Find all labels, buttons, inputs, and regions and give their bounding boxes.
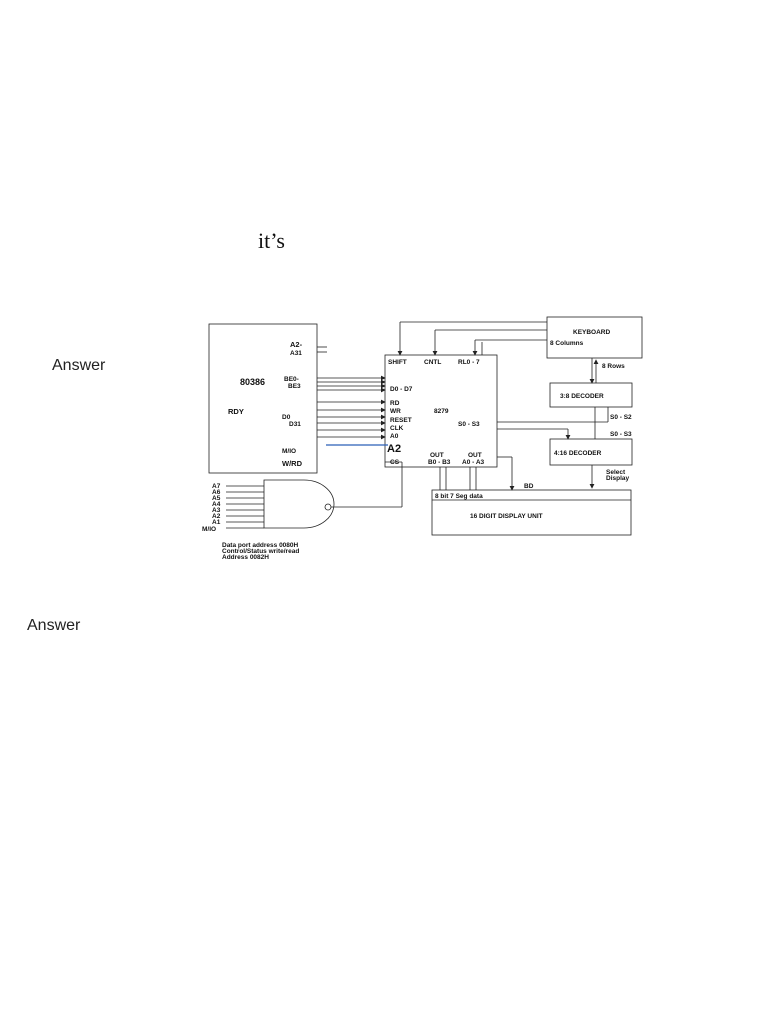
- chip-bd: BD: [524, 483, 534, 490]
- chip-name: 8279: [434, 408, 449, 415]
- chip-reset: RESET: [390, 417, 412, 424]
- decoder-4-16-lines: S0 - S3: [610, 431, 632, 438]
- display-unit-title: 16 DIGIT DISPLAY UNIT: [470, 513, 543, 520]
- cpu-mio: M/IO: [282, 448, 296, 455]
- cpu-addr-label-2: A31: [290, 350, 302, 357]
- seg-data-label: 8 bit 7 Seg data: [435, 493, 483, 500]
- chip-shift: SHIFT: [388, 359, 407, 366]
- answer-label-1: Answer: [52, 357, 106, 374]
- chip-out1: OUT: [430, 452, 444, 459]
- decoder-4-16-title: 4:16 DECODER: [554, 450, 602, 457]
- gate-input-label: A3: [212, 507, 221, 514]
- cpu-wrd: W/RD: [282, 459, 303, 468]
- cpu-data-label: D0: [282, 414, 291, 421]
- decoder-3-8-lines: S0 - S2: [610, 414, 632, 421]
- gate-input-label: A1: [212, 519, 221, 526]
- chip-a0: A0: [390, 433, 399, 440]
- gate-input-label: A2: [212, 513, 221, 520]
- gate-input-label: M/IO: [202, 526, 216, 533]
- cpu-be-label: BE0-: [284, 376, 299, 383]
- cpu-rdy: RDY: [228, 407, 244, 416]
- chip-rl: RL0 - 7: [458, 359, 480, 366]
- chip-out1-pins: B0 - B3: [428, 459, 451, 466]
- keyboard-title: KEYBOARD: [573, 329, 611, 336]
- display-unit-box: [431, 489, 632, 536]
- chip-cs: CS: [390, 459, 400, 466]
- chip-scan: S0 - S3: [458, 421, 480, 428]
- chip-out2-pins: A0 - A3: [462, 459, 485, 466]
- chip-out2: OUT: [468, 452, 482, 459]
- heading-text: it’s: [258, 228, 285, 253]
- chip-data-bus: D0 - D7: [390, 386, 413, 393]
- chip-clk: CLK: [390, 425, 404, 432]
- chip-a2: A2: [387, 443, 401, 455]
- display-label: Display: [606, 475, 630, 482]
- cpu-name: 80386: [240, 377, 265, 387]
- answer-label-2: Answer: [27, 617, 81, 634]
- chip-cntl: CNTL: [424, 359, 441, 366]
- note-line-1: Data port address 0080H: [222, 542, 299, 549]
- circuit-diagram-svg: A2- A31 80386 BE0- BE3 RDY D0 D31 M/IO W…: [202, 316, 643, 561]
- keyboard-rows: 8 Rows: [602, 363, 625, 370]
- decoder-3-8-title: 3:8 DECODER: [560, 393, 604, 400]
- chip-rd: RD: [390, 400, 400, 407]
- cpu-be-label-2: BE3: [288, 383, 301, 390]
- select-label: Select: [606, 469, 626, 476]
- note-line-2: Control/Status write/read: [222, 548, 299, 555]
- gate-input-label: A7: [212, 483, 221, 490]
- circuit-diagram: A2- A31 80386 BE0- BE3 RDY D0 D31 M/IO W…: [140, 312, 650, 562]
- cpu-addr-label: A2-: [290, 340, 303, 349]
- chip-wr: WR: [390, 408, 401, 415]
- keyboard-columns: 8 Columns: [550, 340, 584, 347]
- cpu-data-label-2: D31: [289, 421, 301, 428]
- decoder-4-16-box: [549, 438, 633, 466]
- gate-input-label: A4: [212, 501, 221, 508]
- note-line-3: Address 0082H: [222, 554, 269, 561]
- keyboard-box: [546, 316, 643, 359]
- gate-input-label: A5: [212, 495, 221, 502]
- cpu-box: [208, 323, 318, 474]
- gate-input-label: A6: [212, 489, 221, 496]
